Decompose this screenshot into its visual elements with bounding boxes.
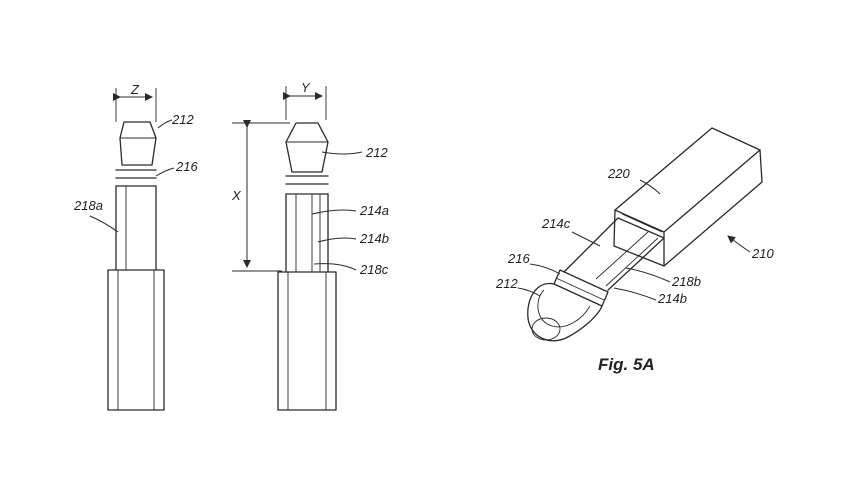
band-label-214b: 214b (359, 231, 389, 246)
left-housing (107, 269, 165, 411)
dimension-y-label: Y (301, 80, 311, 95)
tip-212-middle (285, 122, 329, 173)
left-ring-label: 216 (175, 159, 198, 174)
housing-label-220: 220 (607, 166, 630, 181)
band-label-218c: 218c (359, 262, 389, 277)
assembly-arrow (727, 235, 751, 253)
perspective-housing-220 (613, 127, 763, 267)
shaft-label-214c: 214c (541, 216, 571, 231)
perspective-plug-view: 220 210 214c 216 212 218b 214b Fig. 5A (495, 127, 774, 374)
dimension-x-label: X (231, 188, 242, 203)
figure-caption: Fig. 5A (598, 355, 655, 374)
assembly-label-210: 210 (751, 246, 774, 261)
ring-label-216: 216 (507, 251, 530, 266)
band-label-214a: 214a (359, 203, 389, 218)
band-label-214b-perspective: 214b (657, 291, 687, 306)
left-tip-label: 212 (171, 112, 194, 127)
dimension-z-label: Z (130, 82, 140, 97)
perspective-shaft (563, 217, 665, 291)
tip-label-212: 212 (495, 276, 518, 291)
tip-212 (119, 121, 157, 166)
band-label-218b: 218b (671, 274, 701, 289)
left-sleeve-label: 218a (73, 198, 103, 213)
middle-plug-view: Y X 212 214a 214b 218c (231, 80, 389, 411)
middle-housing (277, 271, 337, 411)
left-plug-view: Z 212 216 218a (73, 82, 198, 411)
middle-tip-label: 212 (365, 145, 388, 160)
